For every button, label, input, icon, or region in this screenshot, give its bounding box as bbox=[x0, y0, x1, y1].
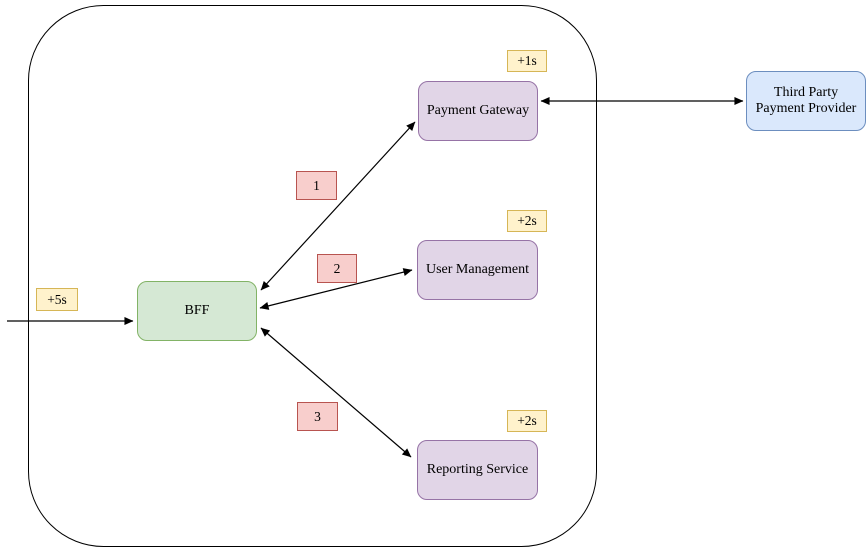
system-boundary bbox=[28, 5, 597, 547]
timing-badge-inbound: +5s bbox=[36, 288, 78, 311]
node-user-management: User Management bbox=[417, 240, 538, 300]
edge-bff-user-management bbox=[259, 268, 413, 310]
node-third-party-payment-provider: Third Party Payment Provider bbox=[746, 71, 866, 131]
sequence-badge-2: 2 bbox=[317, 254, 357, 283]
node-bff: BFF bbox=[137, 281, 257, 341]
timing-badge-reporting-service: +2s bbox=[507, 410, 547, 432]
node-reporting-service: Reporting Service bbox=[417, 440, 538, 500]
edge-bff-reporting-service bbox=[260, 327, 412, 458]
edge-bff-payment-gateway bbox=[260, 121, 416, 291]
timing-badge-payment-gateway: +1s bbox=[507, 50, 547, 72]
node-payment-gateway: Payment Gateway bbox=[418, 81, 538, 141]
timing-badge-user-management: +2s bbox=[507, 210, 547, 232]
sequence-badge-1: 1 bbox=[296, 171, 337, 200]
sequence-badge-3: 3 bbox=[297, 402, 338, 431]
